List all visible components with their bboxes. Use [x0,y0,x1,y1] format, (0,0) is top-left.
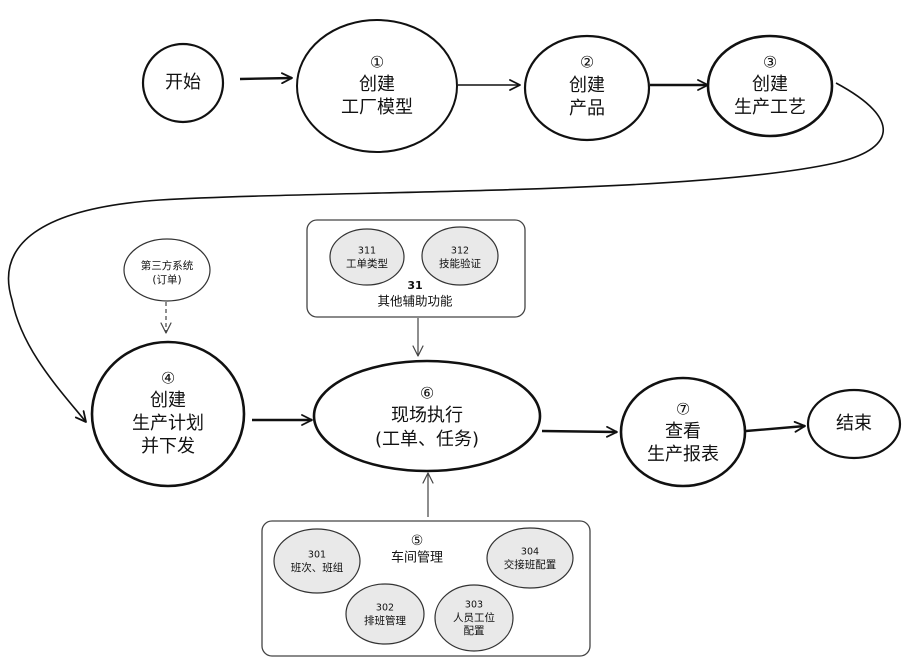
other-functions-number: 31 [407,279,422,292]
end-node: 结束 [806,388,902,460]
step-onsite-execution: ⑥ 现场执行 (工单、任务) [312,359,542,473]
arrow-step7-to-end [745,420,806,433]
workshop-management-group: ⑤ 车间管理 301 班次、班组 304 交接班配置 302 排班管理 303 … [261,520,591,657]
step2-line1: 创建 [569,75,605,96]
start-label: 开始 [165,72,201,93]
step2-number: ② [580,53,594,72]
step7-number: ⑦ [676,400,690,419]
step4-line1: 创建 [150,390,186,411]
step3-line1: 创建 [752,74,788,95]
step-create-production-plan: ④ 创建 生产计划 并下发 [90,340,246,488]
step3-number: ③ [763,53,777,72]
step1-number: ① [370,53,384,72]
step6-number: ⑥ [420,384,434,403]
start-node: 开始 [141,42,225,124]
workshop-title: 车间管理 [391,550,443,566]
step-view-production-report: ⑦ 查看 生产报表 [619,376,747,488]
step3-line2: 生产工艺 [734,97,806,118]
item-302-number: 302 [376,603,394,614]
step6-line1: 现场执行 [391,405,463,426]
step7-line2: 生产报表 [647,444,719,465]
step4-line3: 并下发 [141,436,195,457]
end-label: 结束 [836,413,872,434]
item-301-number: 301 [308,550,326,561]
item-312-label: 技能验证 [439,257,481,270]
arrow-step6-to-step7 [541,425,618,438]
item-302-label: 排班管理 [364,614,406,627]
arrow-start-to-step1 [239,72,293,85]
item-302-scheduling: 302 排班管理 [345,583,425,645]
item-304-label: 交接班配置 [504,558,557,571]
step1-line2: 工厂模型 [341,97,413,118]
step-create-process: ③ 创建 生产工艺 [706,34,834,138]
arrow-step3-to-step4 [7,82,884,423]
item-303-staff-station-config: 303 人员工位 配置 [434,584,514,652]
step4-number: ④ [161,369,175,388]
item-304-handover-config: 304 交接班配置 [486,527,574,589]
step7-line1: 查看 [665,421,701,442]
connectors [7,72,884,517]
item-311-number: 311 [358,246,376,257]
item-301-label: 班次、班组 [291,561,344,574]
item-312-skill-verification: 312 技能验证 [421,226,499,286]
third-party-line2: (订单) [152,274,181,286]
item-312-number: 312 [451,246,469,257]
third-party-line1: 第三方系统 [141,259,194,272]
workshop-number: ⑤ [411,533,424,549]
item-303-line2: 配置 [464,625,485,637]
step-create-factory-model: ① 创建 工厂模型 [296,19,458,153]
item-303-number: 303 [465,600,483,611]
item-311-order-type: 311 工单类型 [329,228,405,286]
step-create-product: ② 创建 产品 [523,34,651,142]
item-301-shift-team: 301 班次、班组 [273,528,361,594]
step1-line1: 创建 [359,74,395,95]
item-303-line1: 人员工位 [453,611,495,624]
other-functions-title: 其他辅助功能 [377,294,453,309]
item-304-number: 304 [521,547,539,558]
third-party-system-node: 第三方系统 (订单) [123,238,211,302]
step6-line2: (工单、任务) [375,429,479,450]
other-functions-group: 311 工单类型 312 技能验证 31 其他辅助功能 [306,219,526,318]
step4-line2: 生产计划 [132,413,204,434]
step2-line2: 产品 [569,98,605,119]
item-311-label: 工单类型 [346,257,388,270]
